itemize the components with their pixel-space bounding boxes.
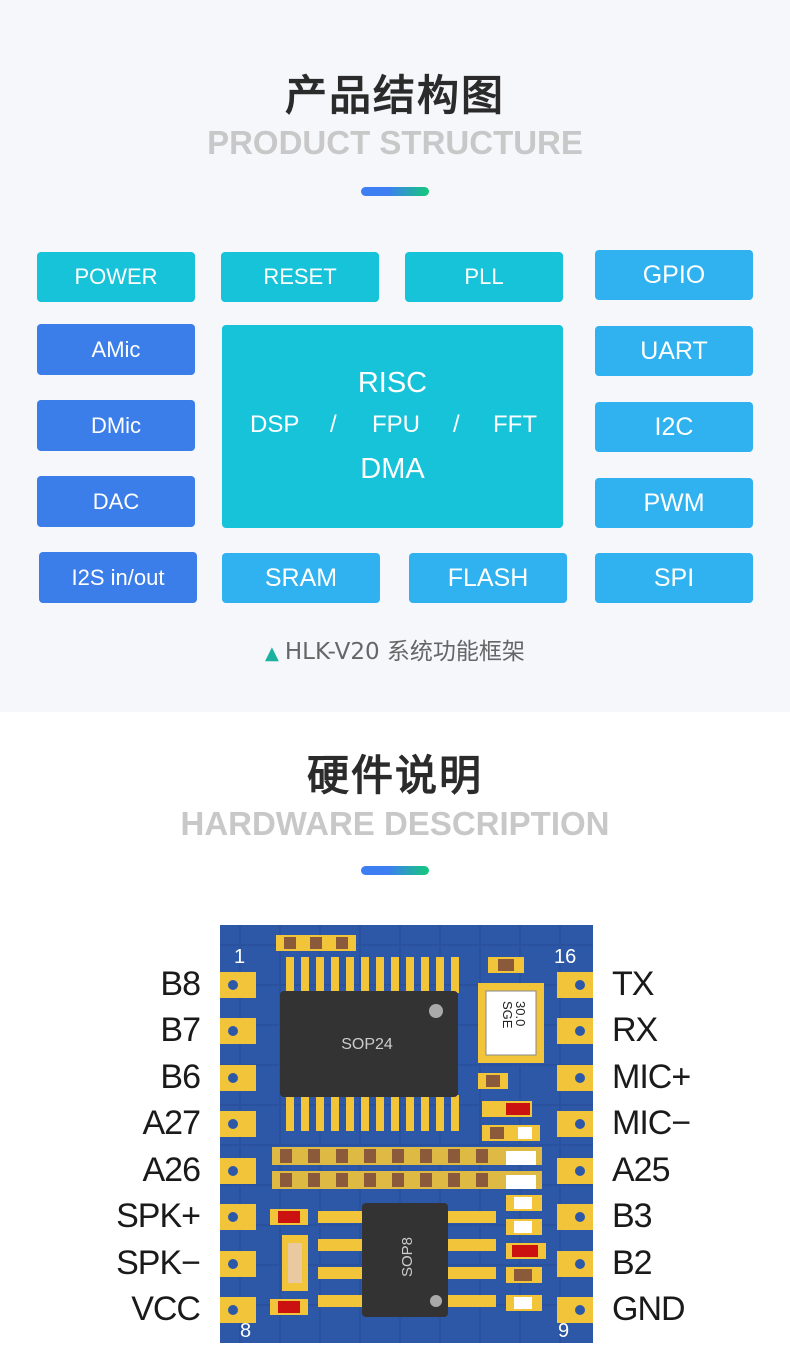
block-flash: FLASH <box>409 553 567 603</box>
pin-label-right-5: A25 <box>612 1151 671 1189</box>
core-fpu: FPU <box>372 411 420 438</box>
sop8-label: SOP8 <box>399 1237 416 1277</box>
block-spi: SPI <box>595 553 753 603</box>
sop24-pins <box>286 957 459 1131</box>
core-dma: DMA <box>360 453 425 485</box>
pin-label-right-4: MIC− <box>612 1104 691 1142</box>
pin-number-bottom-left: 8 <box>240 1320 251 1342</box>
block-dmic: DMic <box>37 400 195 451</box>
block-gpio: GPIO <box>595 250 753 300</box>
caption-text: HLK-V20 系统功能框架 <box>284 639 525 665</box>
structure-title-en: PRODUCT STRUCTURE <box>207 124 583 161</box>
core-sep1: / <box>330 411 337 438</box>
pin-label-right-6: B3 <box>612 1197 653 1235</box>
crystal-label-2: SGE <box>500 1001 515 1029</box>
triangle-up-icon: ▲ <box>265 643 279 664</box>
block-uart: UART <box>595 326 753 376</box>
pin-label-left-1: B8 <box>160 965 201 1003</box>
pin-label-left-3: B6 <box>160 1058 201 1096</box>
sop8-pins <box>318 1211 496 1307</box>
block-amic: AMic <box>37 324 195 375</box>
core-dsp: DSP <box>250 411 300 438</box>
pcb-board: 1 16 8 9 <box>220 925 593 1343</box>
pin-label-right-1: TX <box>612 965 654 1003</box>
structure-title-cn: 产品结构图 <box>284 71 505 120</box>
block-pll: PLL <box>405 252 563 302</box>
structure-caption: ▲HLK-V20 系统功能框架 <box>0 632 790 666</box>
sop8-chip <box>362 1203 448 1317</box>
pin-number-top-left: 1 <box>234 946 245 968</box>
block-i2c: I2C <box>595 402 753 452</box>
crystal-label-1: 30.0 <box>513 1001 528 1026</box>
hardware-title-en: HARDWARE DESCRIPTION <box>180 805 610 842</box>
pin-label-left-5: A26 <box>142 1151 202 1189</box>
pin-label-left-2: B7 <box>160 1011 201 1049</box>
top-capacitors <box>276 935 524 973</box>
pin-label-right-7: B2 <box>612 1244 653 1282</box>
passive-components <box>270 1073 546 1315</box>
core-block: RISC DSP / FPU / FFT DMA <box>222 325 563 528</box>
pin-label-left-6: SPK+ <box>116 1197 201 1235</box>
sop24-label: SOP24 <box>341 1036 393 1053</box>
pin-number-top-right: 16 <box>554 946 576 968</box>
block-i2s: I2S in/out <box>39 552 197 603</box>
structure-divider <box>361 187 429 196</box>
pin-label-left-7: SPK− <box>116 1244 201 1282</box>
pin-label-right-8: GND <box>612 1290 686 1328</box>
pin-label-left-4: A27 <box>142 1104 202 1142</box>
block-dac: DAC <box>37 476 195 527</box>
core-fft: FFT <box>493 411 537 438</box>
product-structure-section: 产品结构图 PRODUCT STRUCTURE POWER RESET PLL … <box>0 71 790 666</box>
block-power: POWER <box>37 252 195 302</box>
pin-label-right-2: RX <box>612 1011 658 1049</box>
block-sram: SRAM <box>222 553 380 603</box>
hardware-title-cn: 硬件说明 <box>306 751 483 800</box>
hardware-divider <box>361 866 429 875</box>
block-reset: RESET <box>221 252 379 302</box>
pin-number-bottom-right: 9 <box>558 1320 569 1342</box>
pin-label-right-3: MIC+ <box>612 1058 691 1096</box>
sop24-pin1-dot <box>429 1004 443 1018</box>
block-pwm: PWM <box>595 478 753 528</box>
pin-label-left-8: VCC <box>131 1290 201 1328</box>
crystal-oscillator: 30.0 SGE <box>478 983 544 1063</box>
sop24-chip <box>280 991 458 1097</box>
core-risc: RISC <box>357 367 428 399</box>
sop8-pin1-dot <box>430 1295 442 1307</box>
core-sep2: / <box>453 411 460 438</box>
